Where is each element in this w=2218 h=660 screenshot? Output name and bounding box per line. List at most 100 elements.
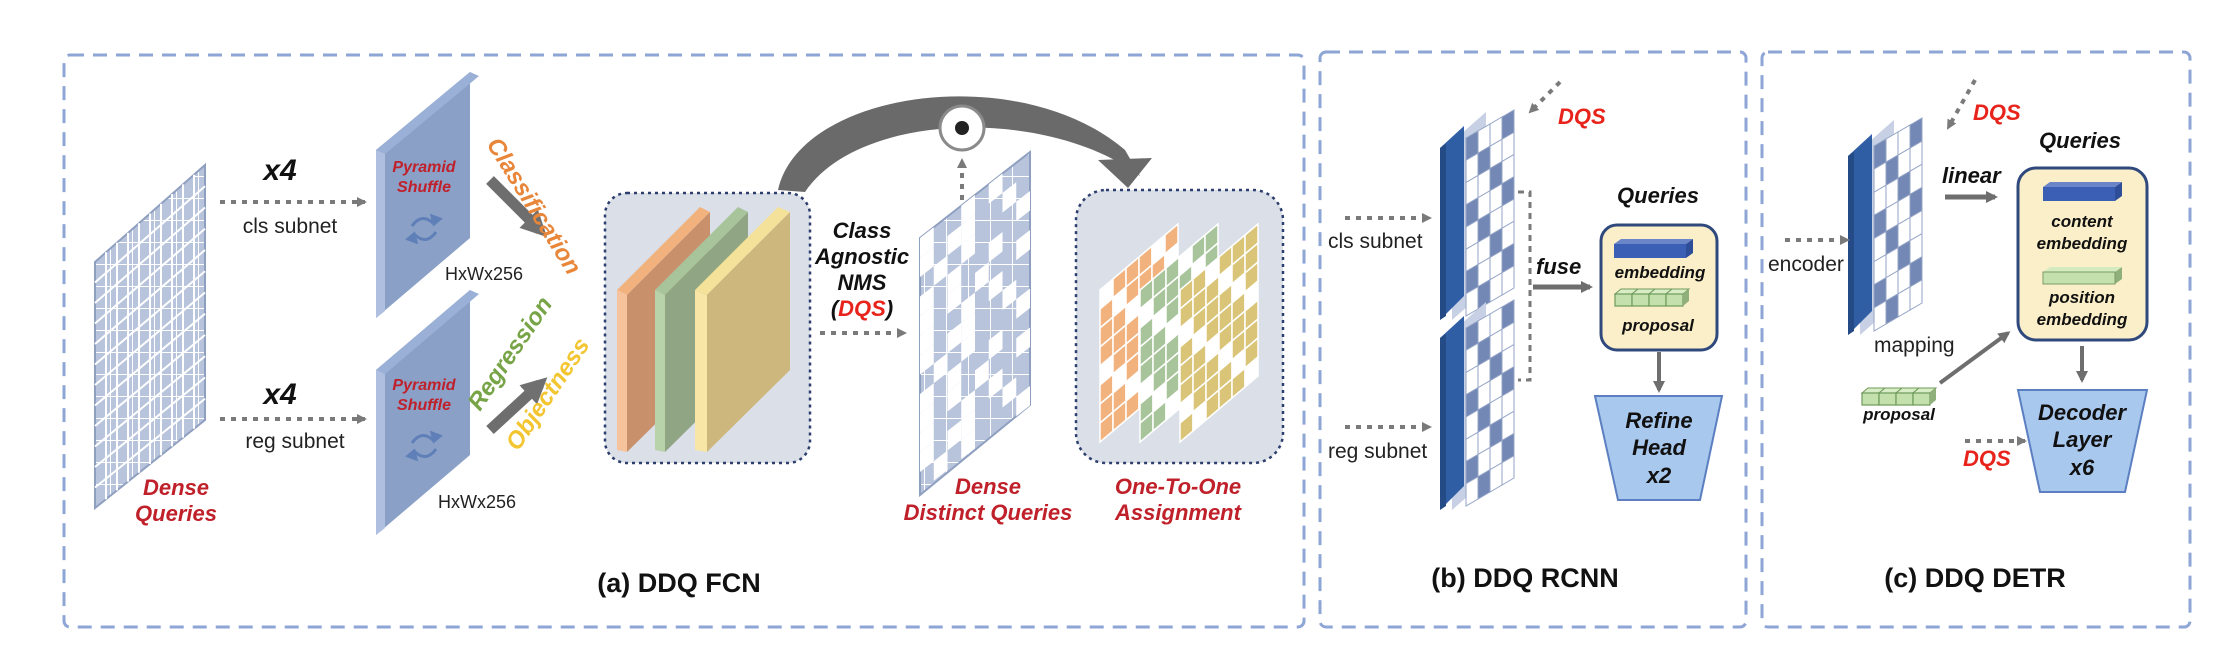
detr-mapping-label: mapping xyxy=(1874,334,1955,357)
distinct-cell xyxy=(920,422,934,453)
content-embedding-label-1: content xyxy=(2051,212,2114,231)
distinct-cell xyxy=(947,225,962,256)
reg-subnet-label: reg subnet xyxy=(245,430,344,453)
proposal-cell xyxy=(1878,392,1897,406)
dense-queries-label-1: Dense xyxy=(143,475,209,500)
x4-bottom-label: x4 xyxy=(261,378,297,411)
rcnn-proposal-blocks xyxy=(1613,288,1691,307)
detr-proposal-label: proposal xyxy=(1862,405,1936,424)
pyramid-shuffle-top-label-2: Shuffle xyxy=(397,179,451,196)
distinct-cell xyxy=(1016,288,1030,319)
distinct-cell xyxy=(947,381,962,412)
shape-bottom-label: HxWx256 xyxy=(438,492,516,512)
grid-line xyxy=(94,206,206,304)
decoder-label-2: Layer xyxy=(2053,427,2113,452)
classification-arrow xyxy=(486,176,548,238)
distinct-cell xyxy=(1016,386,1030,417)
panel-c-caption: (c) DDQ DETR xyxy=(1884,563,2066,593)
nms-label-2: Agnostic xyxy=(814,244,909,269)
grid-line xyxy=(94,376,206,468)
panel-a-caption: (a) DDQ FCN xyxy=(597,568,761,598)
proposal-edge xyxy=(1683,289,1689,306)
distinct-cell xyxy=(975,262,989,293)
distinct-cell xyxy=(920,383,934,414)
distinct-cell xyxy=(920,441,934,472)
distinct-cell xyxy=(961,409,975,440)
rcnn-reg-feature-stack xyxy=(1440,299,1515,510)
distinct-cell xyxy=(1016,327,1030,358)
distinct-cell xyxy=(947,361,962,392)
distinct-cell xyxy=(988,173,1003,204)
detr-dqs-arrow-top xyxy=(1946,79,1977,130)
pyramid-shuffle-bottom-label-1: Pyramid xyxy=(392,377,456,394)
detr-proposal-blocks xyxy=(1860,387,1938,406)
grid-line xyxy=(94,312,206,407)
stack-cell xyxy=(1501,454,1515,486)
rcnn-reg-subnet-label: reg subnet xyxy=(1328,440,1427,463)
distinct-cell xyxy=(961,331,975,362)
detr-queries-label: Queries xyxy=(2039,128,2121,153)
skip-curved-arrow xyxy=(778,96,1140,192)
proposal-cell xyxy=(1895,392,1914,406)
distinct-cell xyxy=(920,246,934,277)
rcnn-proposal-label: proposal xyxy=(1621,316,1695,335)
distinct-cell xyxy=(1016,191,1030,222)
stack-front-edge xyxy=(1440,144,1446,320)
detr-dqs-bottom-label: DQS xyxy=(1963,446,2011,471)
proposal-cell xyxy=(1665,293,1684,307)
distinct-queries-grid xyxy=(919,149,1031,498)
regression-arrow xyxy=(486,377,548,435)
distinct-queries-label-1: Dense xyxy=(955,474,1021,499)
distinct-cell xyxy=(988,368,1003,399)
target-icon-inner xyxy=(955,121,969,135)
distinct-cell xyxy=(961,292,975,323)
distinct-cell xyxy=(920,402,934,433)
distinct-cell xyxy=(947,322,962,353)
fuse-label: fuse xyxy=(1536,254,1581,279)
rcnn-embedding-label: embedding xyxy=(1615,263,1706,282)
distinct-cell xyxy=(920,285,934,316)
refine-head-label-2: Head xyxy=(1632,435,1686,460)
shape-top-label: HxWx256 xyxy=(445,264,523,284)
rcnn-cls-subnet-label: cls subnet xyxy=(1328,230,1423,253)
detr-position-embedding-bar xyxy=(2042,267,2122,285)
rcnn-cls-feature-stack xyxy=(1440,109,1515,320)
distinct-cell xyxy=(1002,279,1017,310)
position-embedding-label-2: embedding xyxy=(2037,310,2128,329)
classification-label: Classification xyxy=(481,133,587,280)
dense-queries-grid xyxy=(94,162,206,511)
pyramid-shuffle-top-block xyxy=(376,72,479,318)
detr-linear-label: linear xyxy=(1942,163,2002,188)
detr-encoder-feature-stack xyxy=(1848,117,1923,335)
decoder-layer-block xyxy=(2016,389,2149,493)
grid-line xyxy=(94,334,206,427)
nms-dqs-label: (DQS) xyxy=(831,296,893,321)
proposal-cell xyxy=(1648,293,1667,307)
distinct-cell xyxy=(961,214,975,245)
distinct-cell xyxy=(961,312,975,343)
distinct-cell xyxy=(975,359,989,390)
distinct-cell xyxy=(961,390,975,421)
proposal-cell xyxy=(1614,293,1633,307)
stack-front-edge xyxy=(1848,152,1854,335)
proposal-edge xyxy=(1930,388,1936,405)
distinct-cell xyxy=(947,283,962,314)
grid-line xyxy=(94,227,206,325)
decoder-label-3: x6 xyxy=(2069,455,2095,480)
rcnn-embedding-bar xyxy=(1614,239,1693,258)
proposal-cell xyxy=(1861,392,1880,406)
cls-subnet-label: cls subnet xyxy=(243,215,338,238)
distinct-cell xyxy=(1002,182,1017,213)
one-to-one-label-1: One-To-One xyxy=(1115,474,1241,499)
pyramid-shuffle-top-label-1: Pyramid xyxy=(392,159,456,176)
detr-mapping-arrow xyxy=(1938,331,2011,385)
distinct-cell xyxy=(961,234,975,265)
grid-line xyxy=(94,270,206,366)
nms-label-3: NMS xyxy=(838,270,887,295)
rcnn-dqs-arrow xyxy=(1528,80,1562,114)
refine-head-label-3: x2 xyxy=(1646,463,1672,488)
position-embedding-label-1: position xyxy=(2048,288,2115,307)
proposal-cell xyxy=(1631,293,1650,307)
assignment-cell xyxy=(1244,355,1259,389)
